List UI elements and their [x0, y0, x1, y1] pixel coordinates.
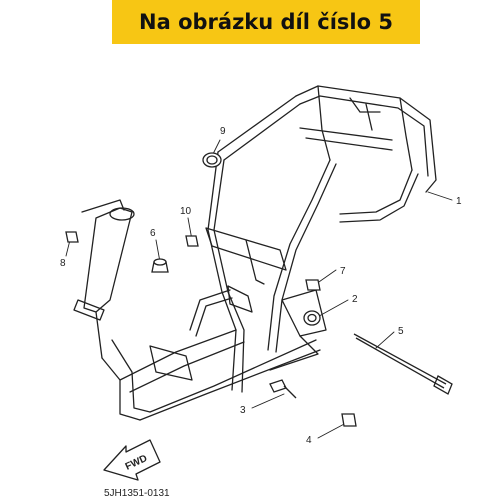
callout-1: 1	[456, 196, 462, 207]
engine-mount-bracket	[269, 289, 327, 371]
callout-4: 4	[306, 435, 312, 446]
part-6-mount	[151, 258, 169, 273]
diagram-part-code: 5JH1351-0131	[104, 488, 170, 499]
callout-2: 2	[352, 294, 358, 305]
callout-9: 9	[220, 126, 226, 137]
frame-rear-loop	[295, 85, 437, 193]
callout-8: 8	[60, 258, 66, 269]
part-7-nut	[305, 279, 321, 291]
frame-right-tube	[267, 159, 419, 353]
part-2-bushing	[303, 310, 321, 326]
frame-head-pipe	[73, 199, 135, 359]
frame-floor	[101, 289, 321, 421]
title-text: Na obrázku díl číslo 5	[139, 10, 393, 34]
part-9-clamp	[202, 152, 222, 168]
frame-left-tube	[207, 95, 301, 393]
part-3-bolt	[269, 379, 297, 399]
callout-leaders	[65, 139, 453, 439]
callout-5: 5	[398, 326, 404, 337]
part-4-nut	[341, 413, 357, 427]
part-10-nut	[185, 235, 199, 247]
frame-cross-member	[205, 227, 287, 313]
part-8-nut	[65, 231, 79, 243]
callout-6: 6	[150, 228, 156, 239]
callout-3: 3	[240, 405, 246, 416]
callout-7: 7	[340, 266, 346, 277]
forward-arrow-icon: FWD	[103, 439, 161, 481]
callout-10: 10	[180, 206, 192, 217]
title-banner: Na obrázku díl číslo 5	[112, 0, 420, 44]
part-5-long-bolt	[353, 333, 453, 395]
